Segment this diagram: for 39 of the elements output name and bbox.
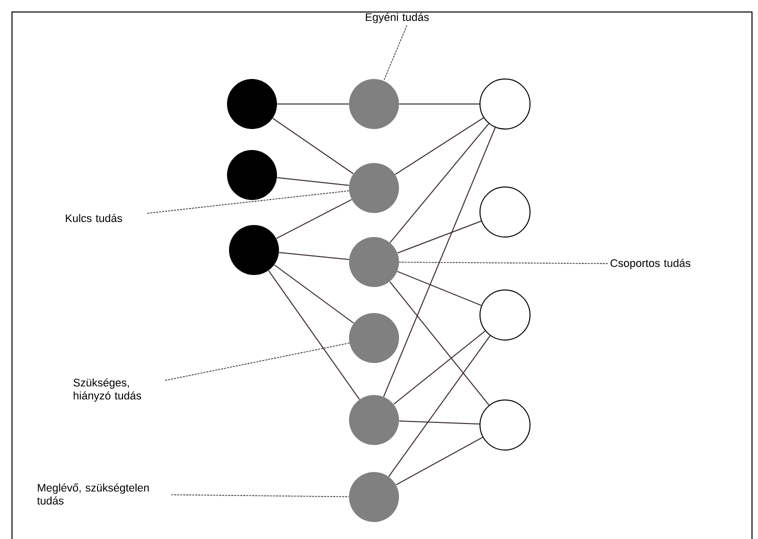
- circle-node: [480, 290, 530, 340]
- circle-node: [349, 395, 399, 445]
- circle-node: [349, 163, 399, 213]
- connector-line: [393, 330, 486, 405]
- leader-line: [146, 190, 350, 214]
- circle-node: [229, 225, 279, 275]
- circle-node: [480, 78, 530, 130]
- label-text: Szükséges, hiányzó tudás: [74, 378, 142, 402]
- connector-line: [394, 117, 484, 175]
- connector-line: [398, 420, 480, 425]
- connector-line: [397, 220, 482, 254]
- leader-line: [383, 25, 408, 82]
- connector-line: [383, 127, 496, 398]
- circle-node: [349, 237, 399, 287]
- connector-line: [276, 199, 352, 239]
- connector-line: [390, 123, 490, 244]
- circle-node: [349, 313, 399, 363]
- connector-line: [276, 177, 350, 186]
- connector-line: [389, 281, 490, 406]
- circle-node: [480, 186, 530, 238]
- leader-line: [398, 262, 608, 264]
- connector-line: [272, 118, 354, 174]
- label-text: Meglévő, szükségtelen tudás: [37, 483, 149, 505]
- circle-node: [349, 79, 399, 129]
- circle-node: [349, 472, 399, 522]
- leader-line: [164, 342, 350, 381]
- connector-line: [396, 270, 482, 306]
- connector-line: [278, 252, 350, 260]
- label-text: Kulcs tudás: [66, 214, 122, 222]
- circle-node: [227, 150, 277, 200]
- label-text: Csoportos tudás: [610, 258, 690, 270]
- leader-line: [170, 494, 350, 498]
- connector-line: [274, 264, 354, 324]
- label-text: Egyéni tudás: [366, 12, 429, 24]
- connector-line: [388, 335, 491, 478]
- circle-node: [227, 79, 277, 129]
- connector-line: [268, 270, 360, 400]
- connector-line: [396, 436, 484, 486]
- circle-node: [480, 400, 530, 450]
